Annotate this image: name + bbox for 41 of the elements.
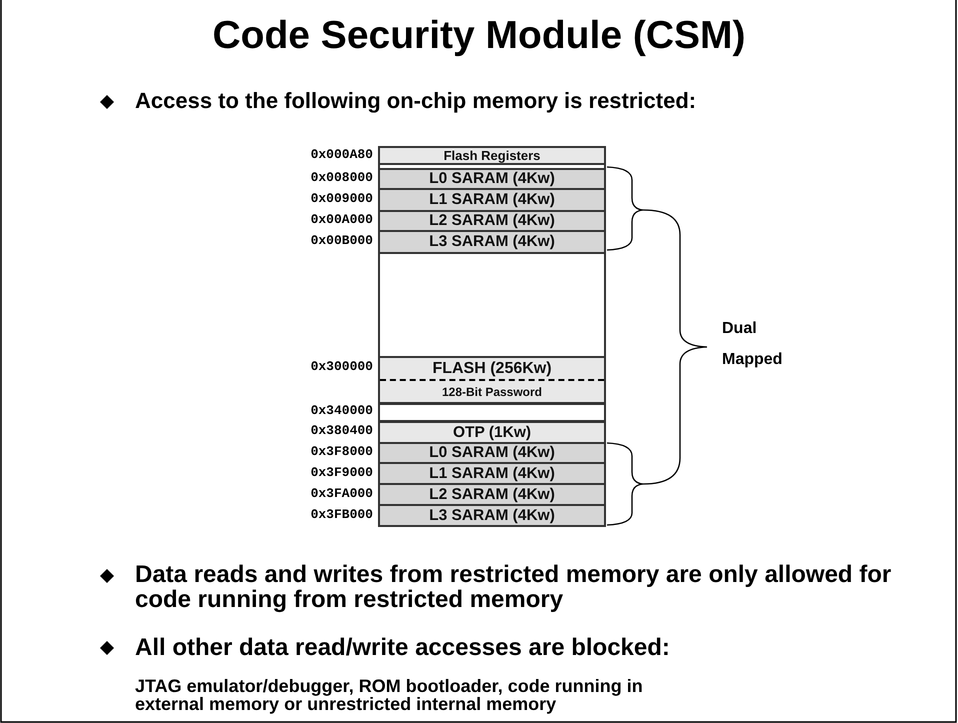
bullet-text: All other data read/write accesses are blocked: <box>135 634 670 662</box>
block-label: FLASH (256Kw) <box>431 358 553 378</box>
memory-block <box>378 252 606 358</box>
address-label: 0x008000 <box>310 170 373 186</box>
block-label: L3 SARAM (4Kw) <box>428 506 556 525</box>
address-label: 0x380400 <box>310 423 373 439</box>
bracket-label: Dual Mapped <box>722 319 784 370</box>
address-label: 0x00A000 <box>310 212 373 228</box>
block-label: L1 SARAM (4Kw) <box>428 190 556 210</box>
block-label: L2 SARAM (4Kw) <box>428 212 556 230</box>
block-label: L2 SARAM (4Kw) <box>428 485 556 504</box>
address-label: 0x009000 <box>310 191 373 207</box>
bullet-text: Data reads and writes from restricted memory are only allowed for code running from restricted memory <box>135 562 892 612</box>
address-label: 0x3FB000 <box>310 507 373 523</box>
bullet-text: Access to the following on-chip memory is restricted: <box>135 88 696 114</box>
address-label: 0x300000 <box>310 359 373 375</box>
memory-block <box>378 504 606 527</box>
address-label: 0x3FA000 <box>310 486 373 502</box>
memory-block <box>378 230 606 254</box>
address-label: 0x000A80 <box>310 147 373 163</box>
memory-block <box>378 421 606 444</box>
address-label: 0x340000 <box>310 403 373 419</box>
memory-block <box>378 483 606 506</box>
memory-block <box>378 403 606 422</box>
address-label: 0x3F8000 <box>310 444 373 460</box>
memory-block <box>378 462 606 485</box>
block-label: L0 SARAM (4Kw) <box>428 444 556 462</box>
memory-block <box>378 188 606 212</box>
block-label: OTP (1Kw) <box>452 423 532 442</box>
block-label: L3 SARAM (4Kw) <box>428 232 556 252</box>
memory-block <box>378 442 606 464</box>
block-label: Flash Registers <box>442 148 542 163</box>
address-label: 0x3F9000 <box>310 465 373 481</box>
memory-block <box>378 210 606 232</box>
address-label: 0x00B000 <box>310 233 373 249</box>
sub-text: JTAG emulator/debugger, ROM bootloader, code running in external memory or unrestricted internal memory <box>135 677 644 713</box>
block-label: L0 SARAM (4Kw) <box>428 170 556 188</box>
block-label: L1 SARAM (4Kw) <box>428 464 556 483</box>
slide-title: Code Security Module (CSM) <box>211 14 747 58</box>
memory-block <box>378 356 606 404</box>
memory-block <box>378 168 606 190</box>
